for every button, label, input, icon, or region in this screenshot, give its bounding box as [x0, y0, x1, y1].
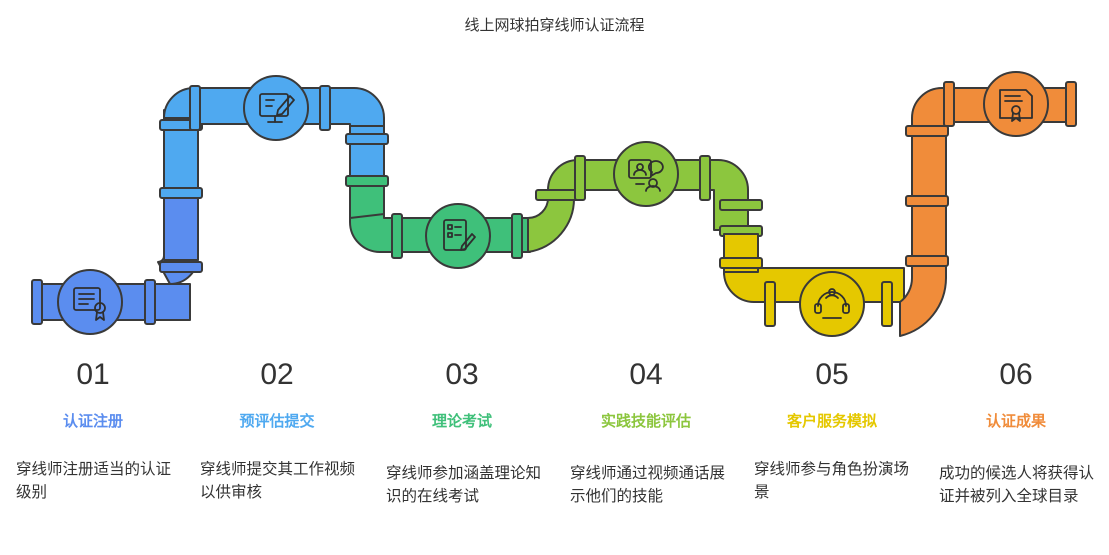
- step-1-description: 穿线师注册适当的认证级别: [16, 460, 172, 501]
- step-4-label: 实践技能评估: [600, 412, 691, 430]
- diagram-title: 线上网球拍穿线师认证流程: [464, 16, 645, 34]
- certificate-icon: [73, 287, 106, 321]
- step-4-number: 04: [629, 358, 663, 391]
- step-2-description: 穿线师提交其工作视频以供审核: [200, 460, 356, 501]
- exam-paper-icon: [443, 219, 476, 251]
- step-5-label: 客户服务模拟: [786, 412, 877, 430]
- step-2-label: 预评估提交: [239, 412, 315, 430]
- step-2-number: 02: [260, 358, 294, 391]
- diploma-icon: [999, 89, 1033, 122]
- pipe-segment-4: [527, 141, 763, 253]
- step-6-number: 06: [999, 358, 1033, 391]
- pipe-segment-1: [31, 189, 203, 335]
- pipe-segment-3: [345, 175, 531, 269]
- pipe-segment-5: [719, 233, 905, 337]
- customer-service-icon: [814, 288, 850, 319]
- step-5-number: 05: [815, 358, 849, 391]
- step-3-description: 穿线师参加涵盖理论知识的在线考试: [386, 464, 542, 505]
- step-6-description: 成功的候选人将获得认证并被列入全球目录: [939, 464, 1095, 505]
- pipe-segment-6: [899, 71, 1077, 337]
- monitor-edit-icon: [259, 93, 295, 123]
- step-1-label: 认证注册: [62, 412, 123, 430]
- step-4-description: 穿线师通过视频通话展示他们的技能: [570, 464, 726, 505]
- step-6-label: 认证成果: [985, 412, 1046, 430]
- step-5-description: 穿线师参与角色扮演场景: [754, 460, 910, 501]
- step-1-number: 01: [76, 358, 110, 391]
- video-call-icon: [628, 159, 664, 192]
- step-3-number: 03: [445, 358, 479, 391]
- step-3-label: 理论考试: [431, 412, 492, 430]
